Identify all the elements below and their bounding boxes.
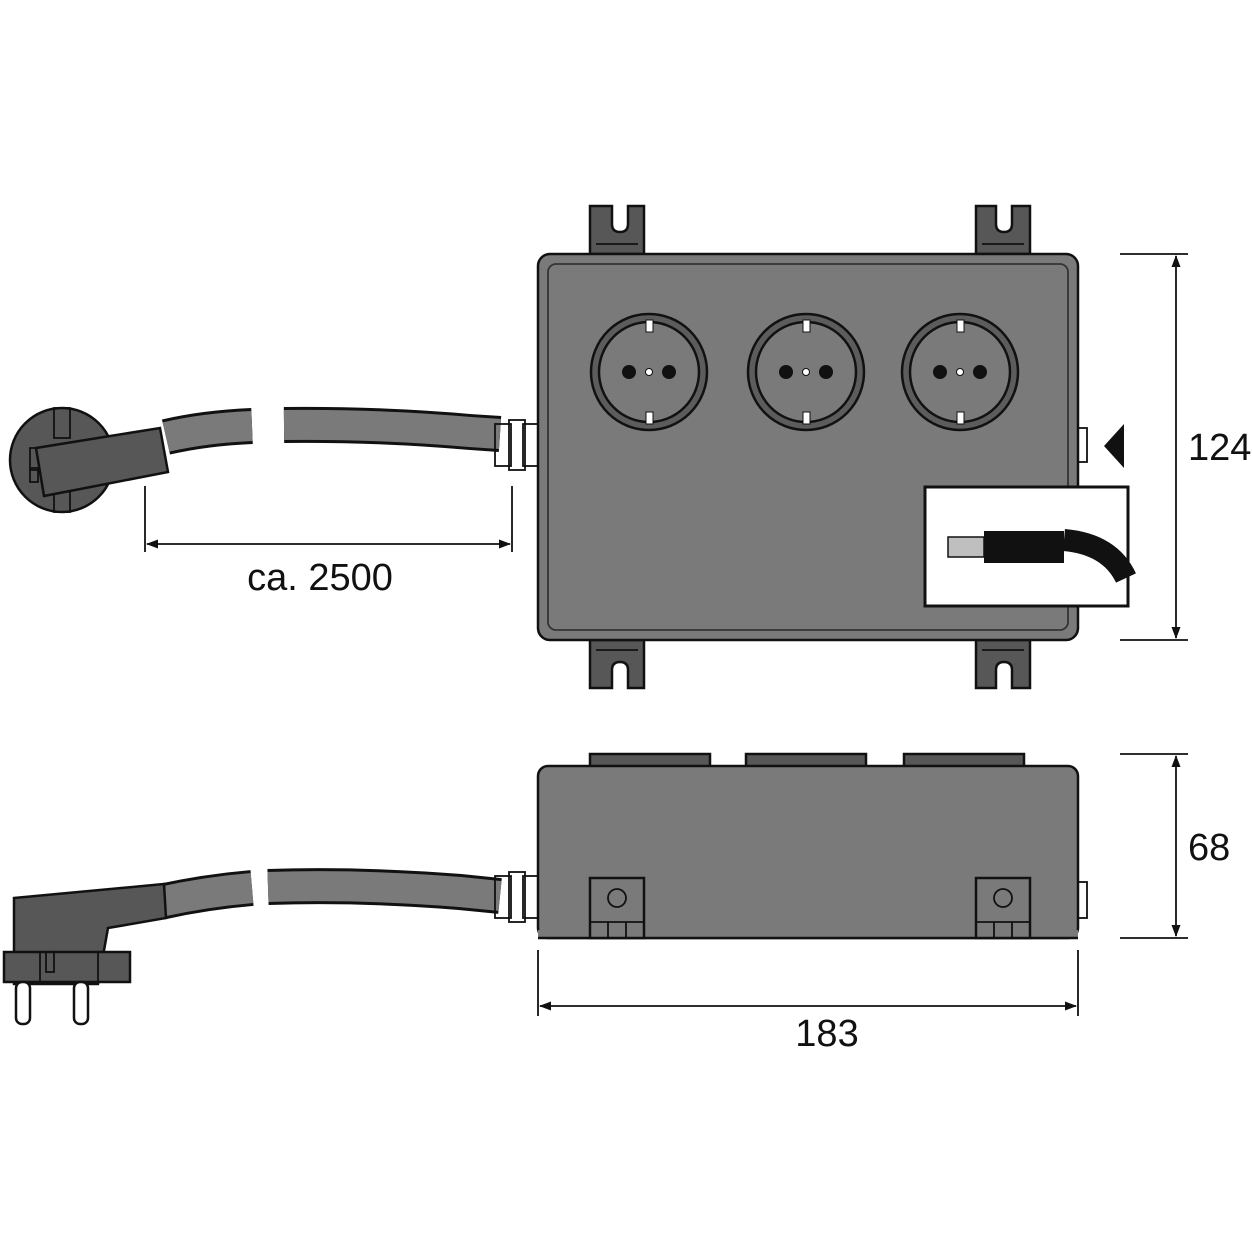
dimension-height-side: 68 — [1120, 753, 1230, 939]
schuko-plug-icon — [8, 406, 170, 514]
schuko-socket-icon — [589, 312, 709, 432]
top-view: ca. 2500 124 — [8, 204, 1251, 690]
dimension-height-top: 124 — [1120, 253, 1251, 641]
side-switch — [1077, 881, 1088, 919]
cable-top — [161, 406, 502, 455]
dimension-width: 183 — [537, 950, 1079, 1055]
side-view: 68 183 — [2, 752, 1230, 1055]
dimension-cable-length: ca. 2500 — [144, 486, 513, 599]
schuko-plug-icon — [2, 882, 168, 1026]
side-switch — [1077, 427, 1088, 463]
mounting-bracket-icon — [974, 204, 1032, 256]
mounting-bracket-icon — [588, 876, 646, 940]
cable-side — [156, 868, 502, 920]
mounting-bracket-icon — [588, 638, 646, 690]
arrow-left-icon — [1104, 424, 1124, 468]
dimension-label-height-side: 68 — [1188, 827, 1230, 869]
dimension-label-cable-length: ca. 2500 — [247, 557, 393, 599]
detail-inset — [923, 485, 1136, 608]
dimension-label-height-top: 124 — [1188, 427, 1251, 469]
mounting-bracket-icon — [588, 204, 646, 256]
strain-relief — [494, 419, 539, 471]
schuko-socket-icon — [746, 312, 866, 432]
schuko-socket-icon — [900, 312, 1020, 432]
housing-top-inner-edge — [547, 263, 1069, 631]
mounting-bracket-icon — [974, 876, 1032, 940]
mounting-bracket-icon — [974, 638, 1032, 690]
dimension-label-width: 183 — [795, 1013, 858, 1055]
strain-relief — [494, 871, 539, 923]
